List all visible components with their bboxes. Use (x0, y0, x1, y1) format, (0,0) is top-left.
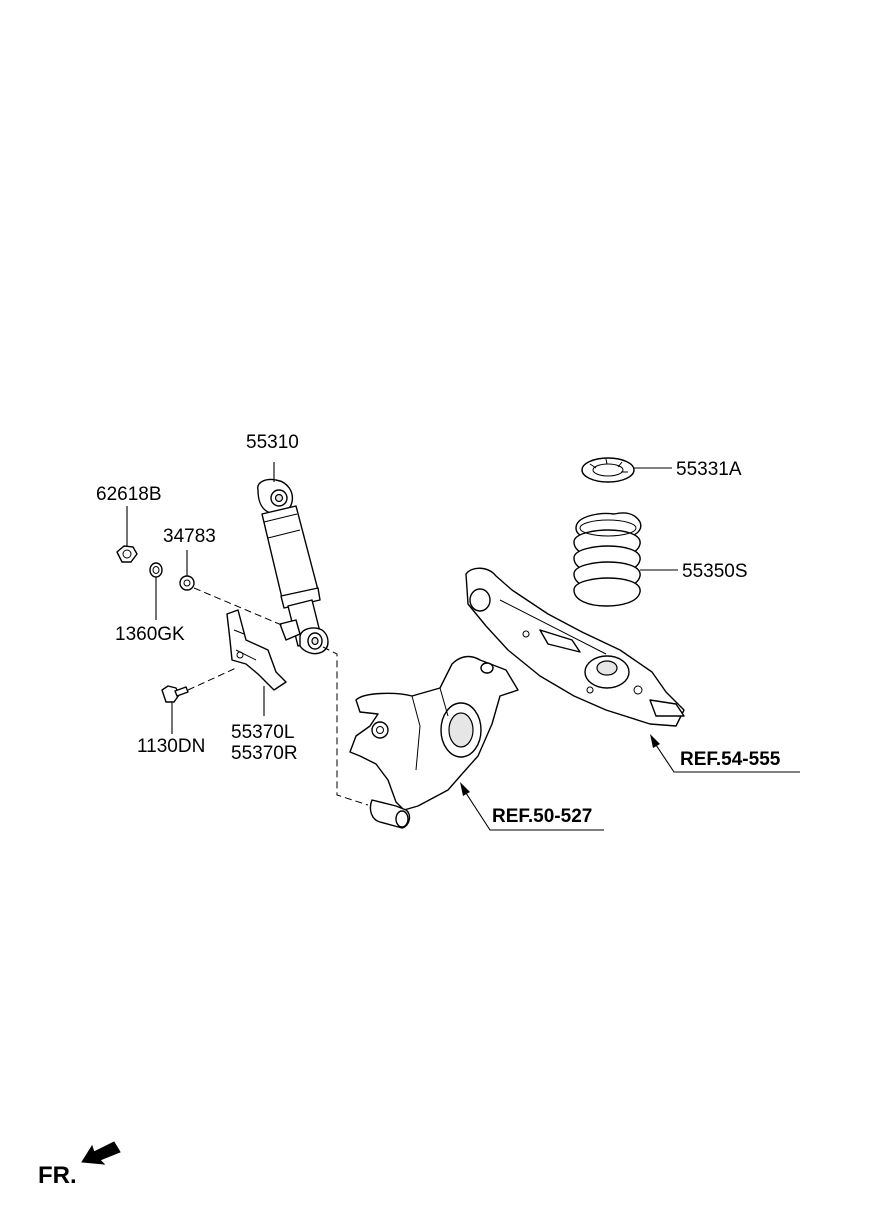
label-nut: 62618B (96, 484, 162, 505)
assembly-line-shock-knuckle (322, 646, 369, 806)
assembly-line-bolt (187, 667, 237, 691)
washer[interactable] (179, 575, 195, 591)
label-bracket-l: 55370L (231, 722, 294, 743)
bracket[interactable] (226, 609, 287, 691)
ref-lower-arm-link[interactable]: REF.54-555 (680, 749, 781, 770)
spring-pad[interactable] (581, 457, 635, 483)
label-coil-spring: 55350S (682, 561, 748, 582)
label-washer: 34783 (163, 526, 216, 547)
coil-spring[interactable] (573, 512, 642, 607)
label-bracket-r: 55370R (231, 743, 298, 764)
label-spring-pad: 55331A (676, 459, 742, 480)
arrow-ref-54-555 (650, 734, 660, 748)
leader-ref-54-555 (653, 741, 800, 773)
front-direction-arrow-icon (81, 1141, 121, 1165)
knuckle[interactable] (349, 655, 519, 829)
bolt[interactable] (161, 685, 189, 703)
leader-ref-50-527 (463, 789, 604, 831)
label-shock-absorber: 55310 (246, 432, 299, 453)
lock-washer[interactable] (149, 562, 163, 578)
ref-knuckle-link[interactable]: REF.50-527 (492, 806, 592, 827)
shock-absorber[interactable] (257, 478, 329, 655)
arrow-ref-50-527 (460, 782, 470, 796)
nut[interactable] (116, 545, 138, 563)
lower-arm[interactable] (465, 567, 685, 727)
front-direction-label: FR. (38, 1162, 77, 1189)
label-bolt: 1130DN (137, 736, 205, 757)
assembly-line-washer (193, 587, 285, 627)
label-lock-washer: 1360GK (115, 624, 185, 645)
